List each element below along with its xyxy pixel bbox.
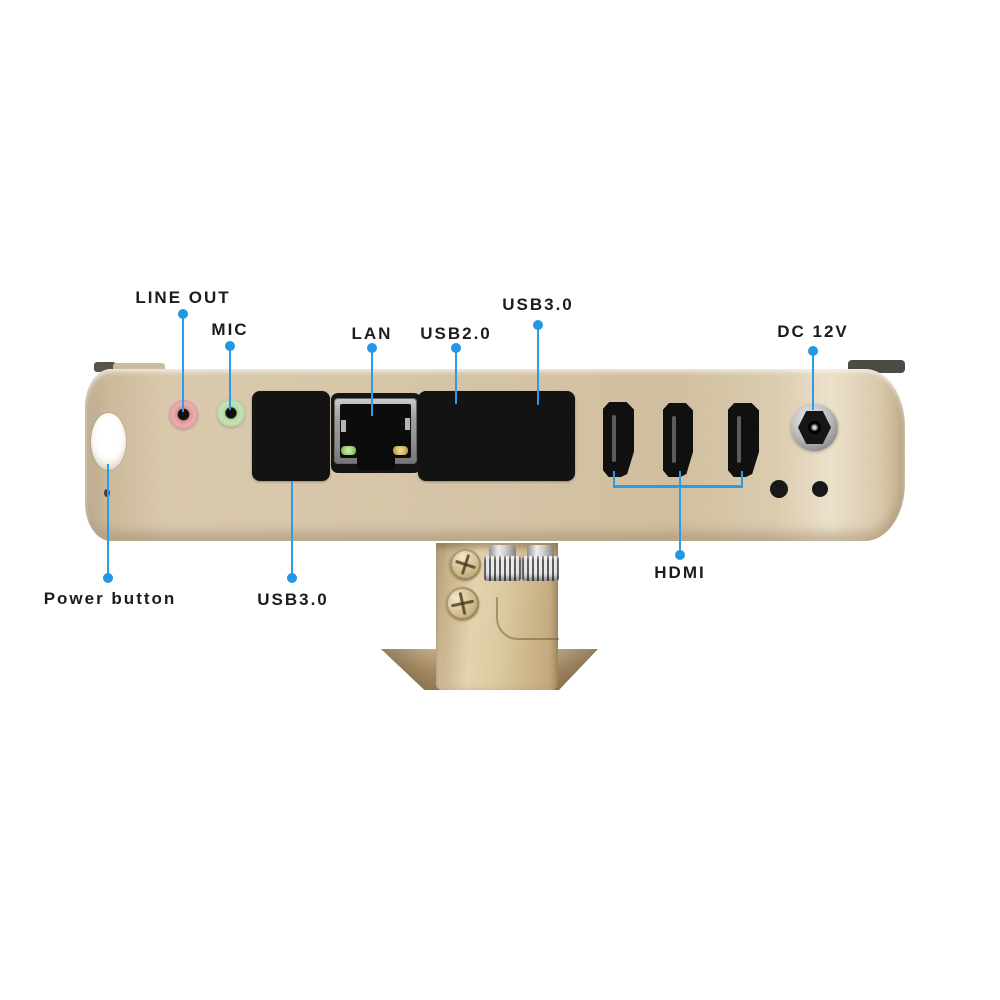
dc-jack-pin bbox=[808, 421, 821, 434]
callout-lan-dot bbox=[367, 343, 377, 353]
callout-mic-label: MIC bbox=[211, 320, 249, 339]
hdmi-port-2 bbox=[663, 403, 693, 477]
thumbscrew-1-head bbox=[489, 545, 516, 558]
callout-usb2-label: USB2.0 bbox=[420, 324, 492, 343]
callout-power-line bbox=[106, 464, 110, 576]
callout-dc-12v-label: DC 12V bbox=[777, 322, 849, 341]
callout-usb3-bottom-dot bbox=[287, 573, 297, 583]
callout-hdmi-line bbox=[678, 471, 682, 552]
power-button bbox=[91, 413, 126, 470]
lan-led-amber bbox=[393, 446, 408, 455]
callout-hdmi-stub-3 bbox=[740, 471, 744, 487]
callout-line-out-label: LINE OUT bbox=[135, 288, 231, 307]
callout-lan-label: LAN bbox=[351, 324, 393, 343]
callout-mic-line bbox=[228, 349, 232, 410]
callout-mic-dot bbox=[225, 341, 235, 351]
hdmi-port-1 bbox=[603, 402, 634, 477]
callout-hdmi-label: HDMI bbox=[654, 563, 706, 582]
callout-usb3-top-label: USB3.0 bbox=[502, 295, 574, 314]
lan-latch-right bbox=[405, 418, 410, 430]
callout-dc-12v-line bbox=[811, 355, 815, 410]
callout-usb3-top-dot bbox=[533, 320, 543, 330]
lan-clip-slot bbox=[357, 445, 395, 470]
lan-latch-left bbox=[341, 420, 346, 432]
thumbscrew-2-knurl bbox=[522, 556, 559, 581]
callout-usb3-bottom-line bbox=[290, 481, 294, 576]
thumbscrew-2-head bbox=[527, 545, 554, 558]
callout-power-dot bbox=[103, 573, 113, 583]
hdmi-port-3 bbox=[728, 403, 759, 477]
callout-dc-12v-dot bbox=[808, 346, 818, 356]
callout-usb3-bottom-label: USB3.0 bbox=[257, 590, 329, 609]
callout-power-label: Power button bbox=[43, 589, 177, 608]
usb2-usb3-block bbox=[418, 391, 575, 481]
callout-usb3-top-line bbox=[536, 329, 540, 405]
antenna-hole-2 bbox=[812, 481, 828, 497]
callout-line-out-line bbox=[181, 317, 185, 412]
callout-hdmi-stub-1 bbox=[612, 471, 616, 487]
antenna-hole-1 bbox=[770, 480, 788, 498]
thumbscrew-1-knurl bbox=[484, 556, 521, 581]
callout-line-out-dot bbox=[178, 309, 188, 319]
chassis-top-tab-left-gold bbox=[113, 363, 165, 372]
stand-bracket-fold-line bbox=[496, 597, 559, 640]
callout-usb2-line bbox=[454, 351, 458, 404]
callout-usb2-dot bbox=[451, 343, 461, 353]
usb3-block-left bbox=[252, 391, 330, 481]
lan-led-green bbox=[341, 446, 356, 455]
callout-hdmi-bracket bbox=[613, 485, 743, 488]
callout-lan-line bbox=[370, 351, 374, 416]
callout-hdmi-dot bbox=[675, 550, 685, 560]
chassis-top-tab-left-dark bbox=[94, 362, 116, 372]
